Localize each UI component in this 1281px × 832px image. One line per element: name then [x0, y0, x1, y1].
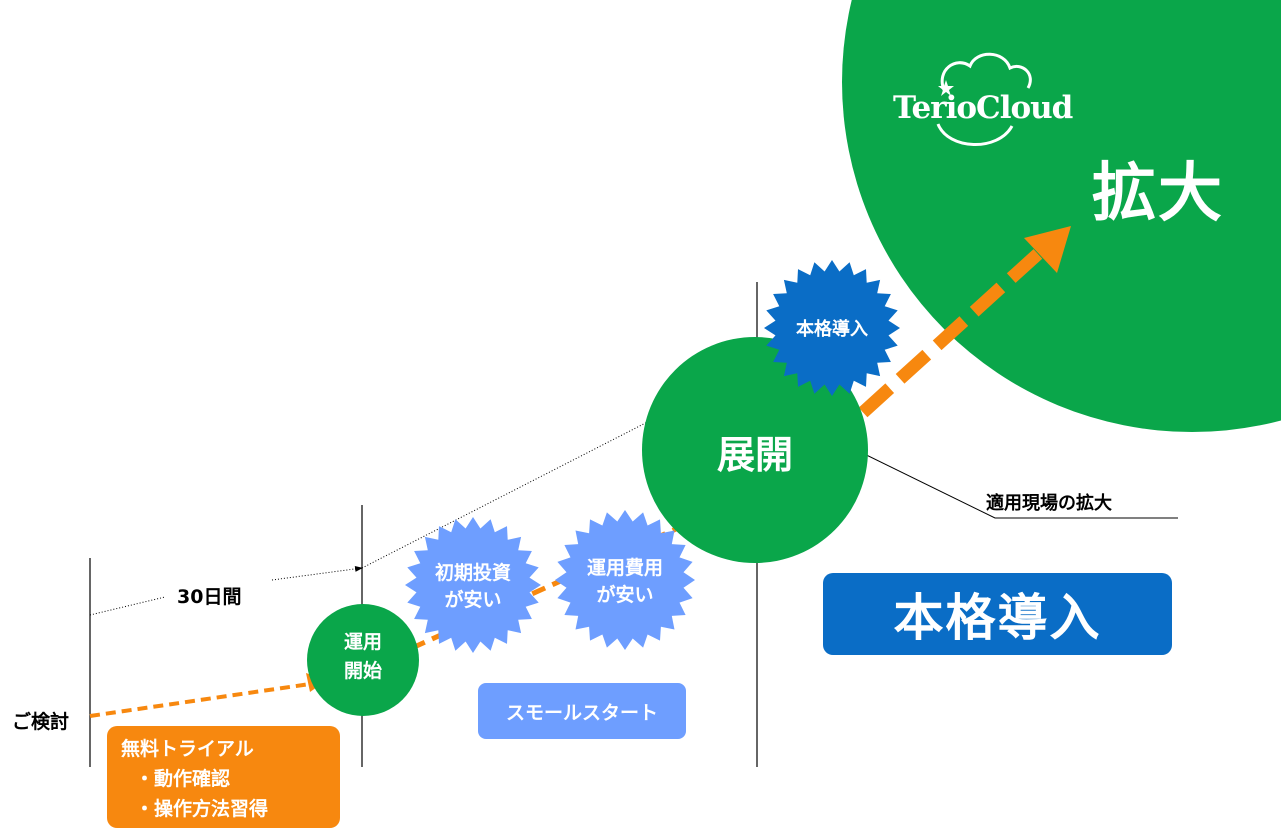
free-trial-box: 無料トライアル ・動作確認 ・操作方法習得	[107, 726, 340, 828]
arrow-consider-to-start	[89, 682, 311, 718]
expand-label: 拡大	[1092, 157, 1224, 231]
start-line-1: 運用	[343, 631, 382, 653]
start-circle	[307, 604, 419, 716]
running-line-2: が安い	[596, 584, 654, 606]
full-adoption-starburst	[764, 260, 900, 396]
full-adoption-star-text: 本格導入	[796, 319, 868, 340]
deploy-circle	[642, 337, 868, 563]
consideration-label: ご検討	[12, 711, 70, 733]
apply-expand-label: 適用現場の拡大	[986, 493, 1112, 514]
star-icon	[938, 80, 954, 96]
initial-cost-starburst	[405, 517, 541, 653]
deploy-circle-text: 展開	[716, 433, 793, 477]
trial-line-1: 無料トライアル	[121, 738, 254, 760]
terio-cloud-logo: TerioCloud	[893, 90, 1073, 126]
running-cost-starburst	[555, 510, 695, 650]
running-cost-text: 運用費用 が安い	[565, 555, 685, 609]
trend-line-b	[271, 565, 363, 581]
trend-line-a	[89, 596, 166, 616]
trial-line-2: ・動作確認	[135, 768, 231, 790]
initial-line-1: 初期投資	[434, 562, 511, 584]
cloud-logo-icon	[940, 52, 1032, 91]
arrow-head-3	[1024, 226, 1071, 273]
full-adoption-box: 本格導入	[823, 573, 1172, 655]
running-line-1: 運用費用	[586, 557, 663, 579]
cloud-logo-swoosh	[936, 123, 1014, 146]
start-circle-text: 運用 開始	[313, 628, 413, 686]
initial-cost-text: 初期投資 が安い	[413, 560, 533, 614]
initial-line-2: が安い	[444, 589, 502, 611]
trial-line-3: ・操作方法習得	[135, 798, 269, 820]
days-30-label: 30日間	[177, 586, 242, 608]
start-line-2: 開始	[343, 660, 382, 682]
small-start-box: スモールスタート	[478, 683, 686, 739]
